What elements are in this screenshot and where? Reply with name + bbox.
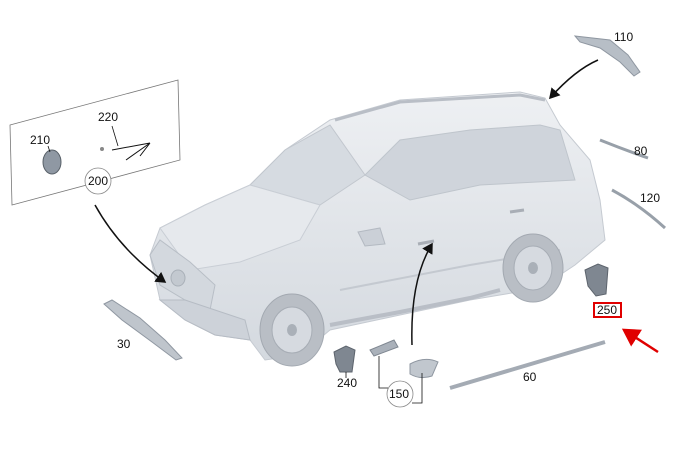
part-220-clip — [100, 147, 104, 151]
side-windows — [364, 124, 576, 201]
leader-220 — [111, 125, 119, 147]
part-150-cover-b — [409, 358, 439, 379]
arrow-200 — [94, 204, 167, 283]
part-60-sill-trim — [449, 340, 606, 390]
callout-30[interactable]: 30 — [117, 337, 131, 351]
part-220-star-arrow — [111, 142, 151, 161]
front-bumper — [158, 299, 251, 341]
part-80-trim — [599, 138, 649, 160]
star-emblem-on-grille — [170, 269, 186, 287]
emblem-inset — [9, 79, 181, 206]
callout-150[interactable]: 150 — [389, 387, 409, 401]
callout-80[interactable]: 80 — [634, 144, 648, 158]
vehicle-illustration — [149, 91, 606, 367]
rear-wheel — [502, 233, 564, 303]
callout-150-circle — [386, 380, 414, 408]
door-handle — [417, 239, 435, 246]
part-30-front-trim — [103, 299, 183, 361]
callout-210[interactable]: 210 — [30, 133, 50, 147]
part-250-mudflap — [584, 263, 609, 297]
part-150-cover-a — [369, 339, 399, 357]
leader-150 — [378, 356, 423, 404]
part-110-spoiler — [573, 35, 641, 77]
callout-110[interactable]: 110 — [614, 30, 633, 44]
part-210-star-emblem — [42, 149, 62, 175]
part-120-trim — [611, 188, 667, 230]
callout-200-circle — [84, 167, 112, 195]
side-skirt — [329, 288, 501, 327]
leader-210 — [47, 145, 51, 153]
part-240-mudflap — [333, 345, 356, 373]
callout-250-highlight-box — [593, 302, 622, 318]
inset-frame — [9, 79, 181, 206]
side-mirror — [357, 227, 386, 247]
front-wheel — [259, 293, 325, 367]
callout-120[interactable]: 120 — [640, 191, 660, 205]
callout-220[interactable]: 220 — [98, 110, 118, 124]
callout-240[interactable]: 240 — [337, 376, 357, 390]
rear-door-handle — [509, 208, 525, 214]
arrow-150 — [411, 242, 433, 346]
callout-250[interactable]: 250 — [597, 303, 617, 317]
highlight-arrow — [621, 328, 659, 354]
hood — [159, 184, 321, 271]
roof-rail — [334, 93, 546, 122]
arrow-110 — [549, 59, 599, 100]
callout-60[interactable]: 60 — [523, 370, 537, 384]
callout-200[interactable]: 200 — [88, 174, 108, 188]
